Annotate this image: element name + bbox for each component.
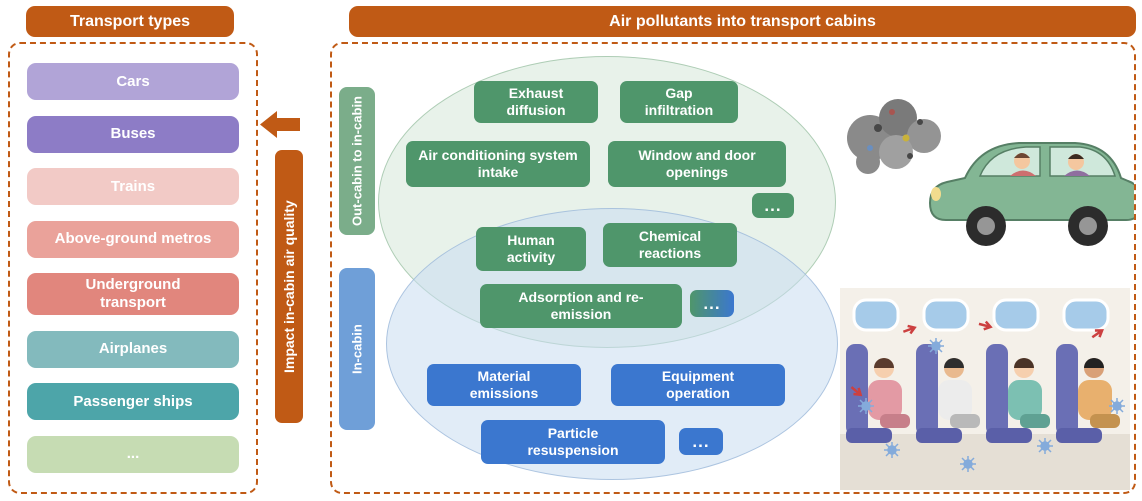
air-pollutants-header: Air pollutants into transport cabins	[349, 6, 1136, 37]
airflow-arrows-icon	[850, 320, 1104, 397]
material-emissions-box: Material emissions	[427, 364, 581, 406]
in-cabin-zone-label: In-cabin	[339, 268, 375, 430]
transport-item-above-ground-metros: Above-ground metros	[27, 220, 239, 258]
in-cabin-more-box: ...	[679, 428, 723, 455]
particle-burst-icon	[858, 338, 1125, 472]
human-activity-box: Human activity	[476, 227, 586, 271]
air-pollutants-panel	[330, 42, 1136, 494]
overlap-more-box: ...	[690, 290, 734, 317]
transport-item-airplanes: Airplanes	[27, 330, 239, 368]
left-arrow-icon	[260, 111, 300, 138]
transport-item-more: ...	[27, 435, 239, 473]
out-cabin-more-box: ...	[752, 193, 794, 218]
transport-item-trains: Trains	[27, 168, 239, 206]
window-door-openings-box: Window and door openings	[608, 141, 786, 187]
car-with-exhaust-illustration	[847, 99, 1134, 246]
chemical-reactions-box: Chemical reactions	[603, 223, 737, 267]
equipment-operation-box: Equipment operation	[611, 364, 785, 406]
transport-item-cars: Cars	[27, 63, 239, 101]
air-conditioning-intake-box: Air conditioning system intake	[406, 141, 590, 187]
transport-item-buses: Buses	[27, 115, 239, 153]
gap-infiltration-box: Gap infiltration	[620, 81, 738, 123]
transport-types-header: Transport types	[26, 6, 234, 37]
exhaust-diffusion-box: Exhaust diffusion	[474, 81, 598, 123]
adsorption-re-emission-box: Adsorption and re-emission	[480, 284, 682, 328]
car-icon	[928, 142, 1134, 246]
out-cabin-zone-label: Out-cabin to in-cabin	[339, 87, 375, 235]
transport-item-passenger-ships: Passenger ships	[27, 383, 239, 421]
seats-passengers-icon	[846, 344, 1120, 443]
cabin-passengers-illustration	[840, 288, 1130, 490]
exhaust-smoke-icon	[847, 99, 941, 174]
transport-item-underground-transport: Underground transport	[27, 273, 239, 316]
impact-in-cabin-air-quality-label: Impact in-cabin air quality	[275, 150, 303, 423]
cabin-windows-icon	[852, 298, 1110, 332]
particle-resuspension-box: Particle resuspension	[481, 420, 665, 464]
transport-types-panel: Cars Buses Trains Above-ground metros Un…	[8, 42, 258, 494]
